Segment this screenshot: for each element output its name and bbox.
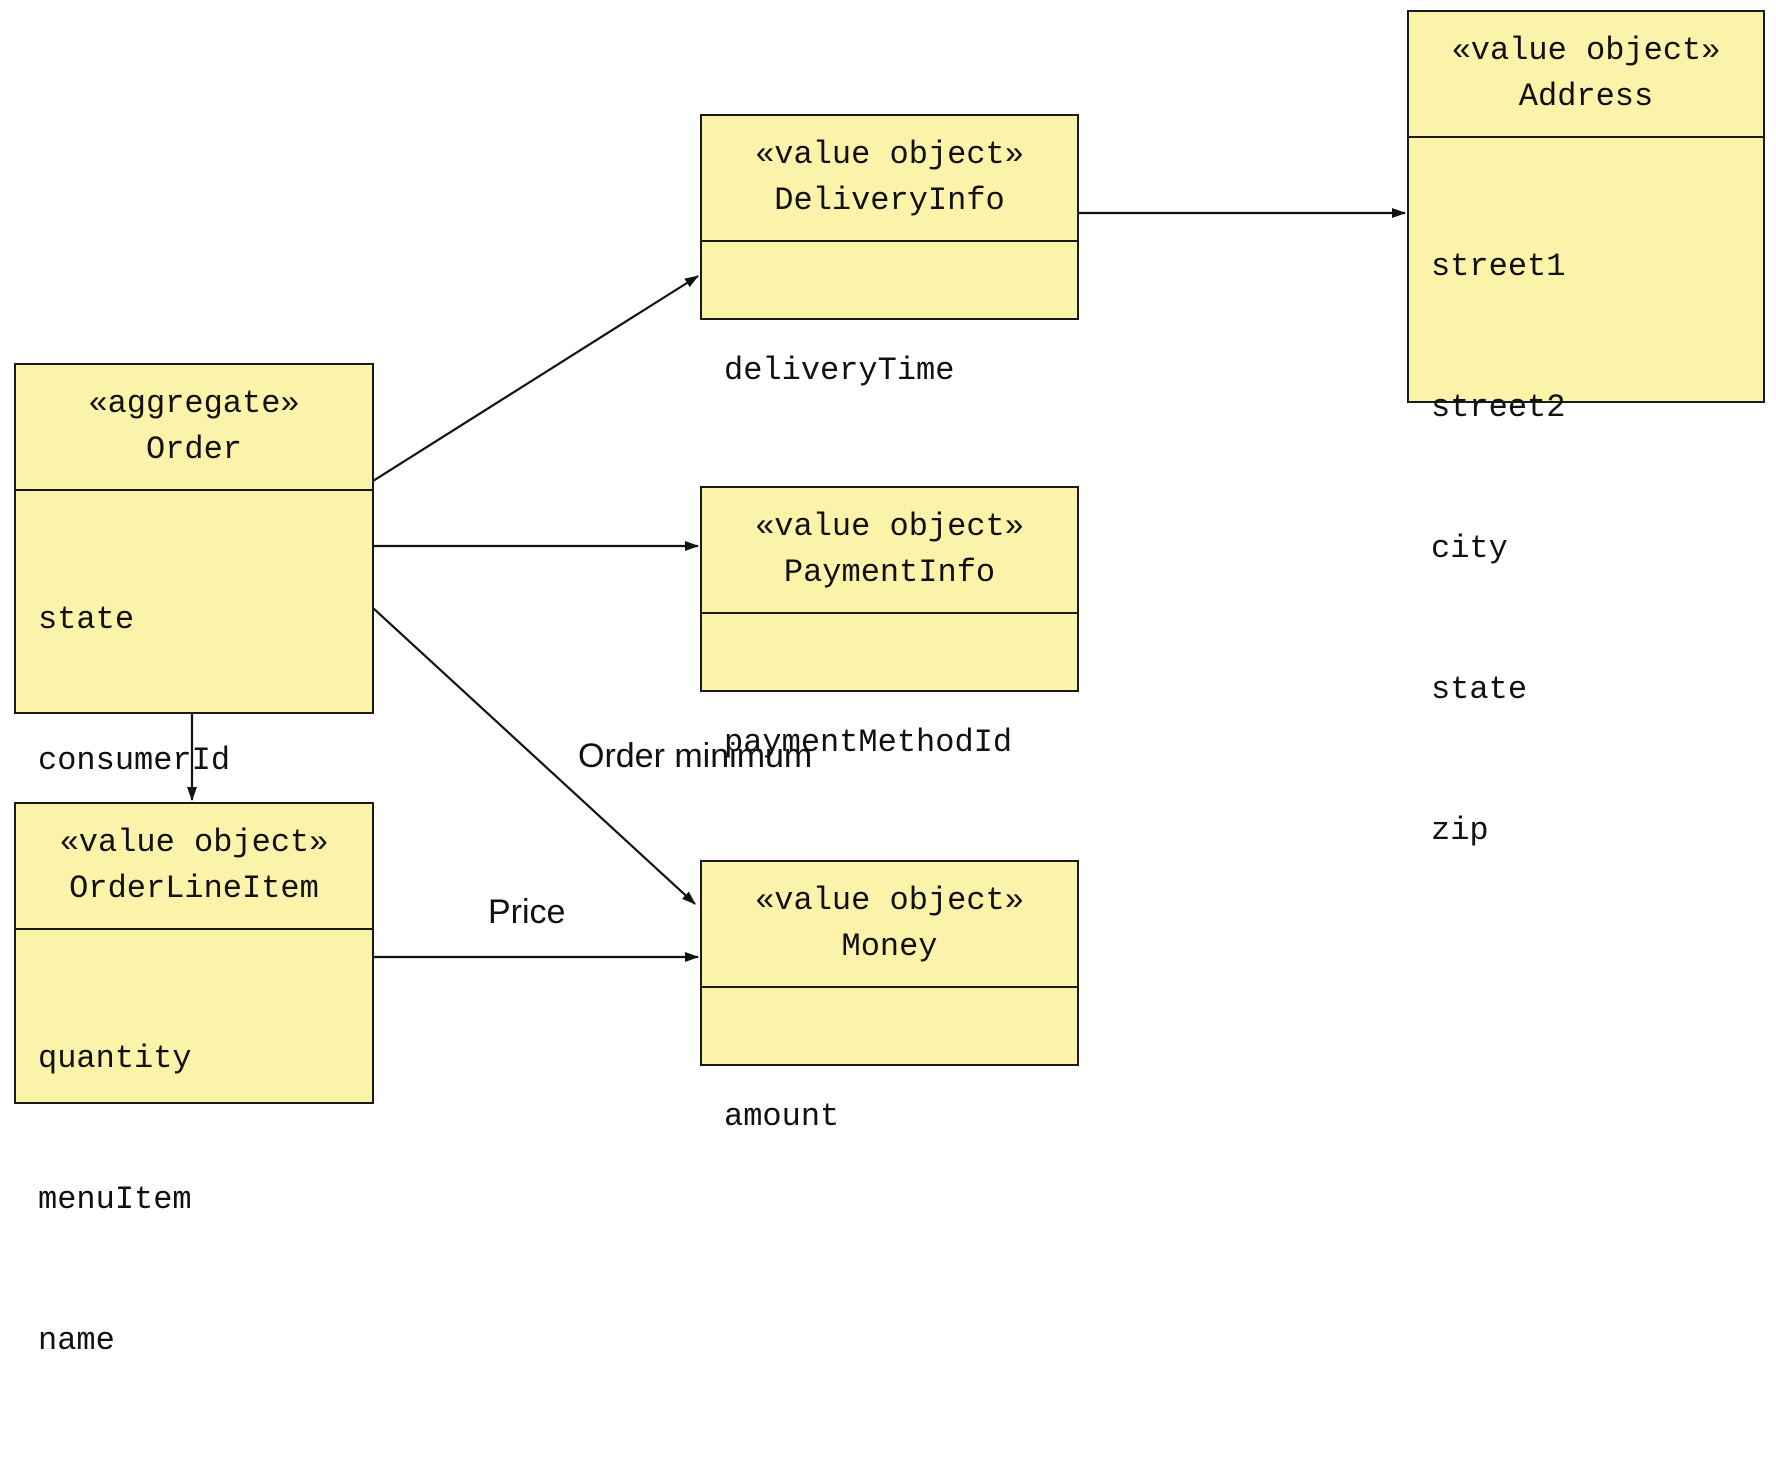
address-attribute: zip bbox=[1431, 812, 1489, 849]
deliveryinfo-attributes: deliveryTime bbox=[702, 242, 1077, 488]
address-stereotype: «value object» bbox=[1451, 32, 1721, 69]
orderlineitem-name: OrderLineItem bbox=[69, 870, 319, 907]
arrow-order-to-money bbox=[372, 607, 696, 905]
order-stereotype: «aggregate» bbox=[88, 385, 300, 422]
money-attributes: amount bbox=[702, 988, 1077, 1234]
paymentinfo-box: «value object» PaymentInfo paymentMethod… bbox=[700, 486, 1079, 761]
order-aggregate-box: «aggregate» Order state consumerId resta… bbox=[14, 363, 374, 1061]
deliveryinfo-name: DeliveryInfo bbox=[774, 182, 1005, 219]
paymentinfo-header: «value object» PaymentInfo bbox=[702, 488, 1077, 614]
address-attribute: street2 bbox=[1431, 389, 1566, 426]
order-attribute: consumerId bbox=[38, 742, 231, 779]
address-header: «value object» Address bbox=[1409, 12, 1763, 138]
paymentinfo-attribute: paymentMethodId bbox=[724, 724, 1013, 761]
deliveryinfo-attribute: deliveryTime bbox=[724, 352, 955, 389]
arrow-order-to-deliveryinfo bbox=[372, 275, 699, 482]
orderlineitem-attributes: quantity menuItem name bbox=[16, 930, 372, 1458]
money-box: «value object» Money amount bbox=[700, 860, 1079, 1135]
order-attribute: state bbox=[38, 601, 135, 638]
address-attributes: street1 street2 city state zip bbox=[1409, 138, 1763, 948]
order-name: Order bbox=[145, 431, 242, 468]
address-attribute: street1 bbox=[1431, 248, 1566, 285]
edge-label-price: Price bbox=[488, 893, 566, 931]
orderlineitem-header: «value object» OrderLineItem bbox=[16, 804, 372, 930]
address-box: «value object» Address street1 street2 c… bbox=[1407, 10, 1765, 849]
address-attribute: city bbox=[1431, 530, 1508, 567]
address-attribute: state bbox=[1431, 671, 1528, 708]
money-name: Money bbox=[841, 928, 938, 965]
money-attribute: amount bbox=[724, 1098, 840, 1135]
association-arrows bbox=[187, 208, 1406, 962]
deliveryinfo-stereotype: «value object» bbox=[755, 136, 1024, 173]
orderlineitem-attribute: menuItem bbox=[38, 1181, 192, 1218]
uml-diagram: Order minimum Price «aggregate» Order st… bbox=[14, 10, 1765, 1359]
order-header: «aggregate» Order bbox=[16, 365, 372, 491]
paymentinfo-name: PaymentInfo bbox=[783, 554, 996, 591]
paymentinfo-stereotype: «value object» bbox=[755, 508, 1024, 545]
orderlineitem-attribute: name bbox=[38, 1322, 115, 1359]
orderlineitem-stereotype: «value object» bbox=[59, 824, 329, 861]
address-name: Address bbox=[1518, 78, 1654, 115]
deliveryinfo-box: «value object» DeliveryInfo deliveryTime bbox=[700, 114, 1079, 389]
deliveryinfo-header: «value object» DeliveryInfo bbox=[702, 116, 1077, 242]
paymentinfo-attributes: paymentMethodId bbox=[702, 614, 1077, 860]
money-header: «value object» Money bbox=[702, 862, 1077, 988]
edge-label-order-minimum: Order minimum bbox=[578, 737, 813, 775]
orderlineitem-attribute: quantity bbox=[38, 1040, 192, 1077]
money-stereotype: «value object» bbox=[755, 882, 1024, 919]
orderlineitem-box: «value object» OrderLineItem quantity me… bbox=[14, 802, 374, 1359]
